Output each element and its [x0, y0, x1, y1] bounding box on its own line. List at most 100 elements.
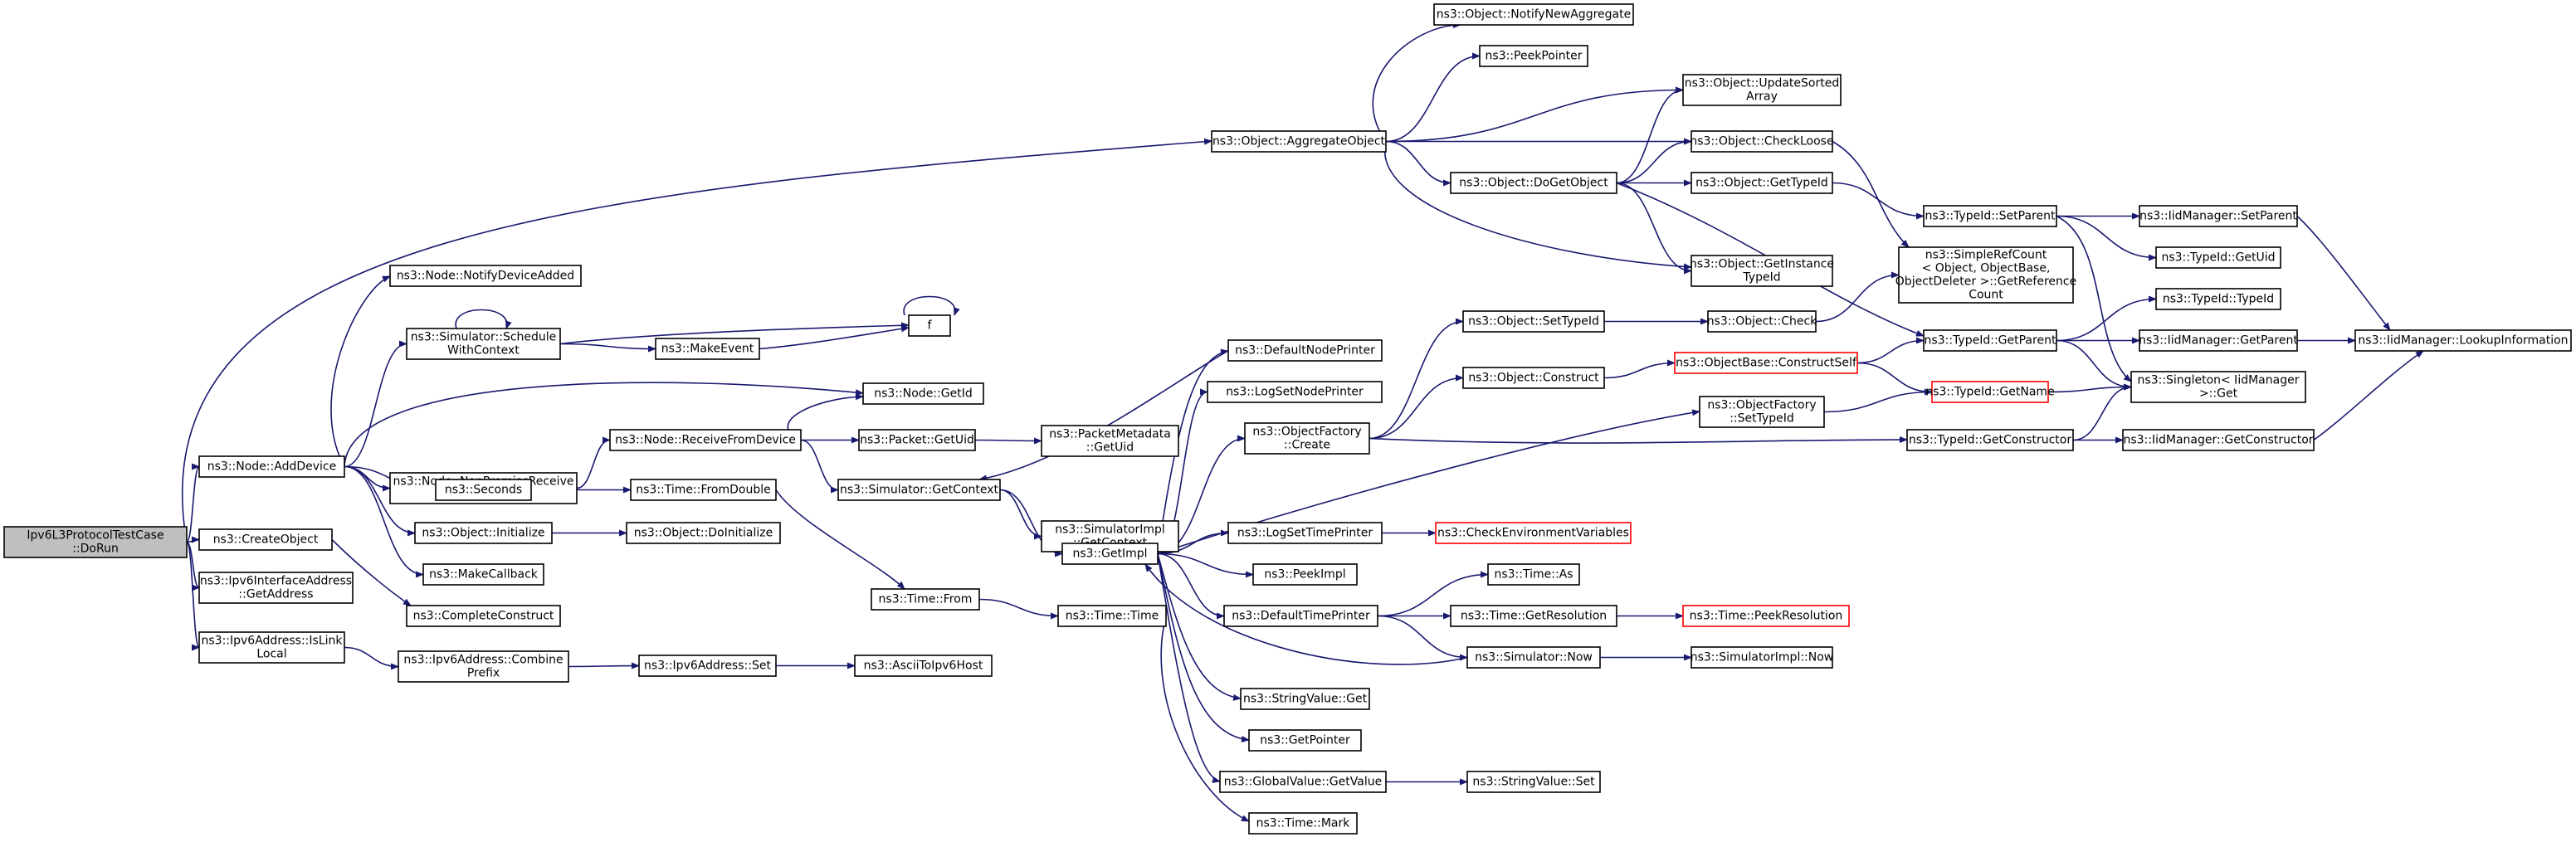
- edge-aggregateObject-to-peekPointer: [1385, 52, 1481, 143]
- node-createObject[interactable]: ns3::CreateObject: [198, 528, 333, 551]
- edge-simGetContext-to-simImplGetContext: [999, 489, 1042, 540]
- node-typeIdGetUid[interactable]: ns3::TypeId::GetUid: [2155, 246, 2281, 269]
- node-box: [1450, 172, 1617, 194]
- node-stringValueSet[interactable]: ns3::StringValue::Set: [1466, 771, 1601, 793]
- node-objGetTypeId[interactable]: ns3::Object::GetTypeId: [1690, 172, 1833, 194]
- node-receiveFromDevice[interactable]: ns3::Node::ReceiveFromDevice: [609, 429, 802, 451]
- edge-getImpl-to-defaultNodePrinter: [1157, 348, 1229, 554]
- node-timeTime[interactable]: ns3::Time::Time: [1057, 605, 1167, 627]
- node-objSetTypeId[interactable]: ns3::Object::SetTypeId: [1462, 310, 1605, 333]
- node-objFactorySetTypeId[interactable]: ns3::ObjectFactory::SetTypeId: [1699, 396, 1825, 428]
- node-stringValueGet[interactable]: ns3::StringValue::Get: [1240, 688, 1370, 710]
- node-checkLoose[interactable]: ns3::Object::CheckLoose: [1690, 130, 1834, 153]
- edge-defaultTimePrinter-to-timeAs: [1377, 571, 1489, 617]
- node-iidSetParent[interactable]: ns3::IidManager::SetParent: [2139, 205, 2298, 227]
- node-box: [908, 314, 951, 337]
- node-globalValueGetValue[interactable]: ns3::GlobalValue::GetValue: [1219, 771, 1387, 793]
- node-peekResolution[interactable]: ns3::Time::PeekResolution: [1682, 605, 1850, 627]
- node-timeMark[interactable]: ns3::Time::Mark: [1248, 812, 1358, 835]
- node-notifyNewAggregate[interactable]: ns3::Object::NotifyNewAggregate: [1433, 3, 1634, 26]
- node-seconds[interactable]: ns3::Seconds: [435, 479, 532, 501]
- node-ifaceGetAddr[interactable]: ns3::Ipv6InterfaceAddress::GetAddress: [198, 572, 354, 604]
- node-pktMetaGetUid[interactable]: ns3::PacketMetadata::GetUid: [1041, 425, 1179, 457]
- node-nodeGetId[interactable]: ns3::Node::GetId: [862, 382, 984, 405]
- node-timeGetResolution[interactable]: ns3::Time::GetResolution: [1450, 605, 1617, 627]
- edge-scheduleWithCtx-to-f: [559, 322, 910, 345]
- node-label: ns3::TypeId::GetParent: [1925, 334, 2056, 348]
- node-simpleRefCount[interactable]: ns3::SimpleRefCount< Object, ObjectBase,…: [1895, 246, 2076, 304]
- node-logSetTimePrinter[interactable]: ns3::LogSetTimePrinter: [1227, 522, 1383, 544]
- node-label: ns3::DefaultTimePrinter: [1232, 610, 1370, 623]
- node-typeIdGetConstructor[interactable]: ns3::TypeId::GetConstructor: [1906, 429, 2074, 451]
- node-objConstruct[interactable]: ns3::Object::Construct: [1462, 367, 1605, 389]
- node-simGetContext[interactable]: ns3::Simulator::GetContext: [837, 479, 1001, 501]
- node-label: ns3::Simulator::Now: [1475, 651, 1593, 664]
- node-peekImpl[interactable]: ns3::PeekImpl: [1252, 563, 1358, 586]
- node-logSetNodePrinter[interactable]: ns3::LogSetNodePrinter: [1207, 381, 1383, 403]
- node-simNow[interactable]: ns3::Simulator::Now: [1466, 646, 1601, 669]
- node-box: [871, 588, 980, 611]
- node-objFactoryCreate[interactable]: ns3::ObjectFactory::Create: [1244, 422, 1370, 455]
- node-addDevice[interactable]: ns3::Node::AddDevice: [198, 455, 345, 478]
- node-fromDouble[interactable]: ns3::Time::FromDouble: [630, 479, 777, 501]
- node-f[interactable]: f: [908, 314, 951, 337]
- node-lookupInformation[interactable]: ns3::IidManager::LookupInformation: [2354, 329, 2572, 352]
- node-box: [1699, 396, 1825, 428]
- node-box: [1931, 381, 2049, 403]
- node-typeIdTypeId[interactable]: ns3::TypeId::TypeId: [2155, 288, 2281, 310]
- node-doGetObject[interactable]: ns3::Object::DoGetObject: [1450, 172, 1617, 194]
- edge-constructSelf-to-typeIdGetParent: [1856, 337, 1925, 364]
- node-constructSelf[interactable]: ns3::ObjectBase::ConstructSelf: [1674, 352, 1858, 374]
- node-objInitialize[interactable]: ns3::Object::Initialize: [414, 522, 553, 544]
- node-singletonGet[interactable]: ns3::Singleton< IidManager>::Get: [2130, 371, 2306, 403]
- node-makeEvent[interactable]: ns3::MakeEvent: [655, 338, 760, 360]
- node-box: [1227, 522, 1383, 544]
- node-simImplNow[interactable]: ns3::SimulatorImpl::Now: [1690, 646, 1834, 669]
- node-asciiToIpv6[interactable]: ns3::AsciiToIpv6Host: [854, 655, 993, 677]
- node-typeIdSetParent[interactable]: ns3::TypeId::SetParent: [1923, 205, 2057, 227]
- node-peekPointer[interactable]: ns3::PeekPointer: [1479, 45, 1588, 67]
- node-packetGetUid[interactable]: ns3::Packet::GetUid: [858, 429, 976, 451]
- node-typeIdGetName[interactable]: ns3::TypeId::GetName: [1925, 381, 2055, 403]
- node-timeFrom[interactable]: ns3::Time::From: [871, 588, 980, 611]
- node-label: ::Create: [1284, 439, 1330, 452]
- node-box: [2139, 205, 2298, 227]
- node-completeConstruct[interactable]: ns3::CompleteConstruct: [406, 605, 561, 627]
- node-box: [2155, 288, 2281, 310]
- node-label: ns3::Object::DoGetObject: [1459, 177, 1608, 190]
- node-label: ns3::Ipv6Address::IsLink: [202, 635, 344, 648]
- node-label: ns3::Time::PeekResolution: [1690, 610, 1843, 623]
- node-box: [198, 528, 333, 551]
- edge-packetGetUid-to-pktMetaGetUid: [974, 437, 1042, 445]
- node-label: >::Get: [2199, 387, 2238, 401]
- node-makeCallback[interactable]: ns3::MakeCallback: [422, 563, 544, 586]
- node-box: [1057, 605, 1167, 627]
- node-objCheck[interactable]: ns3::Object::Check: [1707, 310, 1817, 333]
- node-iidGetConstructor[interactable]: ns3::IidManager::GetConstructor: [2122, 429, 2315, 451]
- node-aggregateObject[interactable]: ns3::Object::AggregateObject: [1211, 130, 1387, 153]
- node-checkEnvVars[interactable]: ns3::CheckEnvironmentVariables: [1435, 522, 1632, 544]
- node-label: Prefix: [467, 667, 500, 680]
- node-notifyDevAdded[interactable]: ns3::Node::NotifyDeviceAdded: [389, 265, 582, 287]
- node-label: ns3::ObjectFactory: [1707, 399, 1816, 412]
- node-defaultTimePrinter[interactable]: ns3::DefaultTimePrinter: [1223, 605, 1378, 627]
- node-iidGetParent[interactable]: ns3::IidManager::GetParent: [2139, 329, 2298, 352]
- node-ipv6Set[interactable]: ns3::Ipv6Address::Set: [638, 655, 777, 677]
- edge-typeIdGetParent-to-singletonGet: [2056, 339, 2132, 391]
- node-box: [1466, 646, 1601, 669]
- node-getPointer[interactable]: ns3::GetPointer: [1248, 729, 1362, 752]
- edge-doGetObject-to-getInstanceTypeId: [1616, 182, 1692, 275]
- node-defaultNodePrinter[interactable]: ns3::DefaultNodePrinter: [1227, 339, 1383, 362]
- edge-typeIdSetParent-to-singletonGet: [2056, 215, 2132, 382]
- node-typeIdGetParent[interactable]: ns3::TypeId::GetParent: [1923, 329, 2057, 352]
- node-doInitialize[interactable]: ns3::Object::DoInitialize: [626, 522, 781, 544]
- node-timeAs[interactable]: ns3::Time::As: [1487, 563, 1580, 586]
- call-edges: [181, 22, 2424, 822]
- node-getImpl[interactable]: ns3::GetImpl: [1061, 543, 1159, 565]
- node-root[interactable]: Ipv6L3ProtocolTestCase::DoRun: [3, 526, 188, 558]
